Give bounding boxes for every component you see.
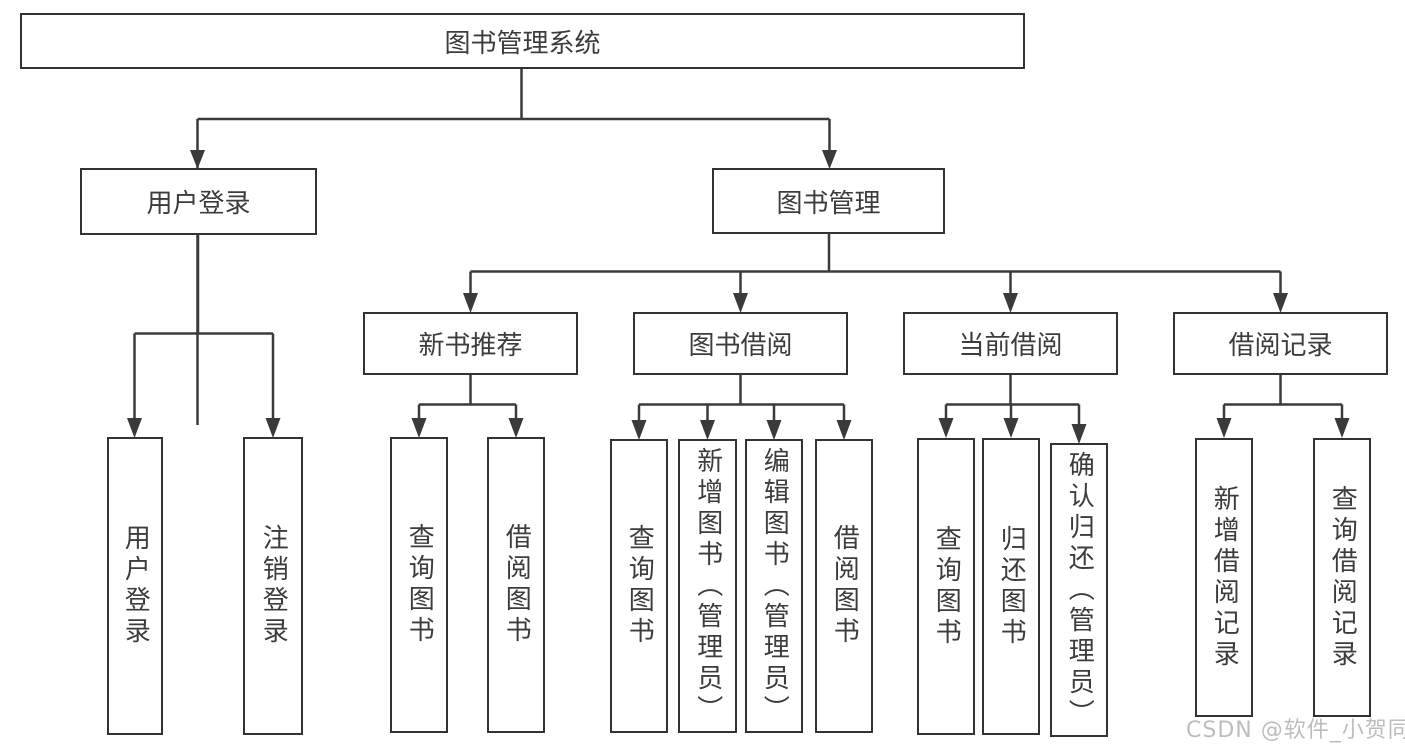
node-current-borrowing-label: 当前借阅 — [958, 331, 1063, 361]
arrowhead-down-query-book-2 — [631, 420, 647, 440]
arrowhead-down-new-book — [463, 293, 478, 313]
arrowhead-down-current-borrow — [1003, 293, 1018, 313]
node-user-login: 用户登录 — [80, 168, 317, 235]
arrowhead-down-query-book-1 — [411, 418, 427, 438]
arrowhead-down-add-book — [700, 420, 715, 440]
connector-current-borrow-group — [944, 375, 1081, 425]
csdn-watermark: CSDN @软件_小贺同学 — [1186, 718, 1405, 743]
node-leaf-borrow-book-2-label: 借阅图书 — [829, 524, 860, 648]
node-leaf-add-borrow-record: 新增借阅记录 — [1195, 438, 1253, 717]
node-leaf-logout-label: 注销登录 — [258, 524, 289, 648]
node-book-borrowing: 图书借阅 — [633, 312, 848, 375]
arrowhead-down-borrow-book-1 — [508, 418, 524, 438]
arrowhead-down-query-book-3 — [938, 418, 954, 438]
node-leaf-return-book: 归还图书 — [982, 438, 1040, 735]
connector-user-login-group — [133, 235, 275, 420]
node-leaf-query-book-3-label: 查询图书 — [931, 524, 962, 649]
node-leaf-return-book-label: 归还图书 — [996, 524, 1027, 649]
arrowhead-down-borrow-book-2 — [836, 420, 852, 440]
arrowhead-down-add-record — [1216, 418, 1232, 438]
connector-book-mgmt-to-level3 — [469, 234, 1282, 294]
node-borrowing-records: 借阅记录 — [1173, 312, 1388, 375]
node-book-management: 图书管理 — [712, 168, 945, 234]
node-user-login-label: 用户登录 — [146, 189, 251, 219]
node-leaf-query-book-1: 查询图书 — [390, 437, 448, 733]
arrowhead-down-user-login — [190, 150, 205, 169]
connector-new-book-group — [417, 375, 518, 420]
node-leaf-confirm-return-admin-label: 确认归还（管理员） — [1064, 450, 1095, 730]
node-leaf-query-book-1-label: 查询图书 — [404, 523, 435, 647]
node-borrowing-records-label: 借阅记录 — [1228, 331, 1333, 361]
arrowhead-down-book-borrow — [733, 293, 748, 313]
node-leaf-add-book-admin: 新增图书（管理员） — [678, 439, 737, 733]
connector-borrow-record-group — [1222, 375, 1344, 420]
node-library-system-label: 图书管理系统 — [444, 28, 601, 59]
node-new-book-recommend-label: 新书推荐 — [418, 331, 523, 361]
arrowhead-down-login — [127, 418, 142, 438]
node-leaf-borrow-book-1: 借阅图书 — [487, 437, 545, 733]
node-leaf-confirm-return-admin: 确认归还（管理员） — [1050, 443, 1108, 737]
node-leaf-query-book-3: 查询图书 — [917, 438, 975, 735]
node-library-system: 图书管理系统 — [20, 13, 1025, 69]
node-leaf-query-book-2-label: 查询图书 — [624, 524, 655, 648]
node-new-book-recommend: 新书推荐 — [363, 312, 578, 375]
node-leaf-query-book-2: 查询图书 — [610, 439, 668, 733]
node-leaf-query-borrow-record-label: 查询借阅记录 — [1327, 484, 1358, 671]
arrowhead-down-book-mgmt — [822, 150, 837, 169]
node-leaf-borrow-book-2: 借阅图书 — [815, 439, 873, 733]
node-book-management-label: 图书管理 — [776, 188, 881, 219]
node-leaf-edit-book-admin-label: 编辑图书（管理员） — [759, 446, 790, 726]
arrowhead-down-confirm-return — [1071, 424, 1087, 444]
arrowhead-down-query-record — [1334, 418, 1350, 438]
node-leaf-user-login-label: 用户登录 — [120, 524, 151, 648]
node-leaf-query-borrow-record: 查询借阅记录 — [1313, 438, 1371, 717]
arrowhead-down-borrow-record — [1273, 293, 1288, 313]
node-book-borrowing-label: 图书借阅 — [688, 331, 793, 361]
node-leaf-edit-book-admin: 编辑图书（管理员） — [745, 439, 803, 733]
arrowhead-down-return-book — [1003, 418, 1019, 438]
arrowhead-down-logout — [265, 418, 281, 438]
connector-book-borrow-group — [637, 375, 846, 421]
node-leaf-add-book-admin-label: 新增图书（管理员） — [692, 446, 723, 726]
connector-root-to-level2 — [196, 69, 831, 425]
arrowhead-down-edit-book — [766, 420, 782, 440]
node-leaf-user-login: 用户登录 — [107, 437, 163, 735]
node-leaf-logout: 注销登录 — [243, 437, 303, 735]
node-leaf-borrow-book-1-label: 借阅图书 — [501, 523, 532, 647]
node-current-borrowing: 当前借阅 — [903, 312, 1118, 375]
node-leaf-add-borrow-record-label: 新增借阅记录 — [1209, 484, 1240, 671]
